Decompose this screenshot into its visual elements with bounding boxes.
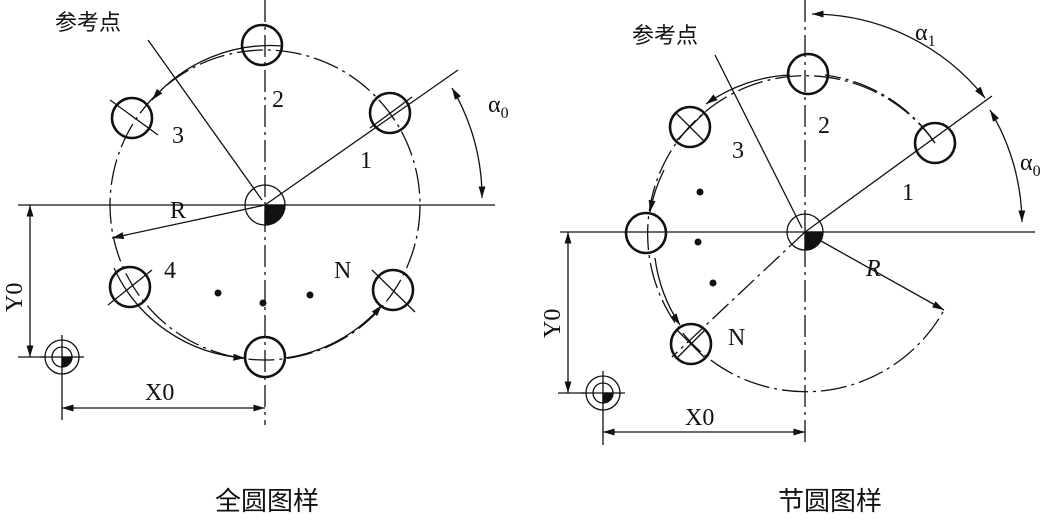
origin-symbol <box>581 371 625 445</box>
hole-2 <box>786 52 830 96</box>
direction-arrow <box>705 74 791 105</box>
hole-4 <box>108 265 152 309</box>
hole-label-n: N <box>728 325 745 351</box>
direction-arrow <box>284 304 383 359</box>
hole-1 <box>913 121 957 165</box>
alpha1-arc <box>811 10 986 99</box>
hole-2 <box>240 23 284 67</box>
arc-pattern <box>558 0 1035 445</box>
hole-label-1: 1 <box>360 148 372 174</box>
alpha1-label: α1 <box>915 20 936 50</box>
reference-quadrant <box>804 231 824 251</box>
origin-symbol <box>40 335 84 420</box>
hole-crosslines <box>671 111 806 360</box>
alpha0-arc <box>989 109 1026 223</box>
alpha0-label: α0 <box>1020 150 1041 180</box>
reference-point-label: 参考点 <box>55 11 121 36</box>
direction-arrow <box>654 257 681 326</box>
direction-arrow <box>113 267 246 361</box>
caption-full-circle: 全圆图样 <box>215 487 319 517</box>
hole-label-2: 2 <box>272 87 284 113</box>
angle-reference-line <box>804 95 993 233</box>
hole-1 <box>368 91 412 135</box>
direction-arrow <box>648 169 665 213</box>
reference-leader <box>714 54 803 229</box>
hole-n <box>371 268 415 312</box>
hole-n <box>669 322 713 366</box>
hole-3 <box>110 96 154 140</box>
caption-arc-pattern: 节圆图样 <box>778 487 882 517</box>
hole-3 <box>668 105 712 149</box>
y0-label: Y0 <box>2 283 28 312</box>
hole-last <box>243 335 287 379</box>
hole-label-4: 4 <box>164 258 176 284</box>
radius-label: R <box>170 198 186 224</box>
holes <box>108 23 415 379</box>
hole-label-n: N <box>334 258 351 284</box>
angle-reference-line <box>264 69 459 206</box>
pitch-circle <box>109 49 421 361</box>
hole-crosslines <box>107 96 416 313</box>
x0-label: X0 <box>145 380 174 406</box>
radius-arrow <box>804 231 945 311</box>
hole-label-3: 3 <box>732 138 744 164</box>
y0-label: Y0 <box>540 309 566 338</box>
hole-4 <box>624 211 668 255</box>
reference-leader <box>147 39 263 201</box>
radius-label: R <box>865 256 881 282</box>
full-circle-pattern <box>18 0 495 425</box>
hole-label-1: 1 <box>902 180 914 206</box>
x0-label: X0 <box>685 405 714 431</box>
hole-label-2: 2 <box>818 113 830 139</box>
alpha0-arc <box>451 87 486 199</box>
hole-label-3: 3 <box>172 123 184 149</box>
continuation-dots <box>214 289 314 307</box>
continuation-dots <box>694 188 717 287</box>
alpha0-label: α0 <box>488 92 509 122</box>
radius-arrow <box>111 204 266 239</box>
reference-point-label: 参考点 <box>632 24 698 49</box>
reference-quadrant <box>264 204 286 226</box>
direction-arrow <box>151 44 283 101</box>
